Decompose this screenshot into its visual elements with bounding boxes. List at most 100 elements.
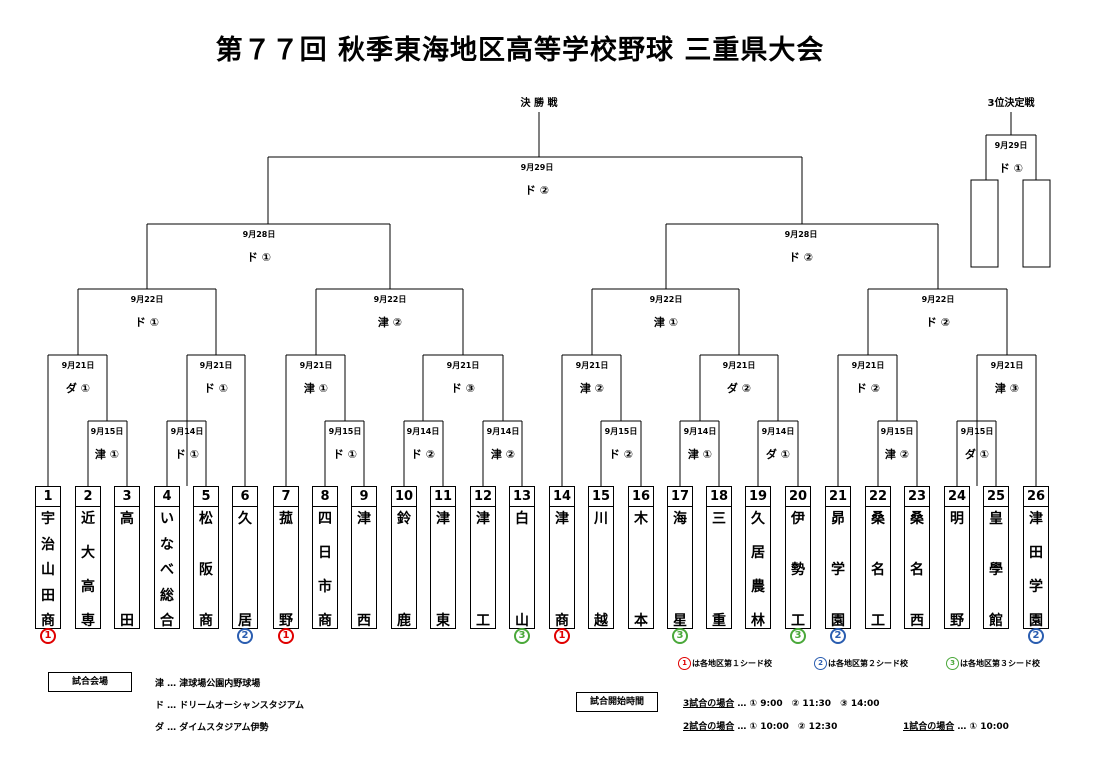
team-7: 7 菰野 — [273, 486, 299, 629]
team-name: 木本 — [634, 511, 648, 629]
team-name: 菰野 — [279, 511, 293, 629]
game-date: 9月15日 — [880, 427, 914, 436]
team-name: 鈴鹿 — [397, 511, 411, 629]
game-date: 9月21日 — [446, 361, 480, 370]
team-name: 桑名西 — [910, 511, 924, 629]
game-date: 9月15日 — [90, 427, 124, 436]
team-16: 16 木本 — [628, 486, 654, 629]
game-date: 9月21日 — [575, 361, 609, 370]
team-number: 14 — [550, 487, 574, 507]
team-number: 19 — [746, 487, 770, 507]
team-number: 7 — [274, 487, 298, 507]
team-number: 24 — [945, 487, 969, 507]
team-name: 高田 — [120, 511, 134, 629]
seed1-icon: 1 — [678, 657, 691, 670]
seed-badge: 3 — [672, 628, 688, 644]
team-name: 海星 — [673, 511, 687, 629]
game-venue: 津 ③ — [994, 382, 1020, 395]
team-number: 22 — [866, 487, 890, 507]
game-date: 9月14日 — [761, 427, 795, 436]
game-date: 9月15日 — [960, 427, 994, 436]
team-number: 23 — [905, 487, 929, 507]
team-name: 津工 — [476, 511, 490, 629]
team-5: 5 松阪商 — [193, 486, 219, 629]
team-number: 1 — [36, 487, 60, 507]
game-venue: ダ ② — [726, 382, 752, 395]
team-name: 松阪商 — [199, 511, 213, 629]
game-venue: ド ② — [410, 448, 436, 461]
game-date: 9月21日 — [990, 361, 1024, 370]
team-name: 津東 — [436, 511, 450, 629]
game-venue: ド ① — [203, 382, 229, 395]
team-name: 伊勢工 — [791, 511, 805, 629]
game-date: 9月22日 — [373, 295, 407, 304]
team-14: 14 津商 — [549, 486, 575, 629]
game-venue: 津 ② — [490, 448, 516, 461]
game-venue: 津 ① — [94, 448, 120, 461]
seed-badge: 3 — [514, 628, 530, 644]
game-date: 9月14日 — [406, 427, 440, 436]
time-two-games: 2試合の場合 … ① 10:00 ② 12:30 — [683, 722, 838, 732]
game-venue: ド ① — [332, 448, 358, 461]
game-venue: 津 ② — [884, 448, 910, 461]
team-number: 16 — [629, 487, 653, 507]
seed2-icon: 2 — [814, 657, 827, 670]
game-venue: ド ② — [524, 184, 550, 197]
game-venue: ダ ① — [964, 448, 990, 461]
seed-badge: 2 — [237, 628, 253, 644]
team-name: 近大高専 — [81, 511, 95, 629]
team-number: 3 — [115, 487, 139, 507]
time-one-game: 1試合の場合 … ① 10:00 — [903, 722, 1009, 732]
seed-badge: 1 — [278, 628, 294, 644]
team-number: 8 — [313, 487, 337, 507]
game-venue: ド ② — [925, 316, 951, 329]
game-venue: ド ① — [134, 316, 160, 329]
venue-line-dream: ド … ドリームオーシャンスタジアム — [155, 701, 305, 711]
game-venue: 津 ② — [579, 382, 605, 395]
game-venue: ド ② — [855, 382, 881, 395]
team-number: 12 — [471, 487, 495, 507]
team-number: 13 — [510, 487, 534, 507]
game-venue: ド ③ — [450, 382, 476, 395]
team-number: 5 — [194, 487, 218, 507]
seed3-icon: 3 — [946, 657, 959, 670]
team-number: 4 — [155, 487, 179, 507]
team-number: 25 — [984, 487, 1008, 507]
game-date: 9月14日 — [486, 427, 520, 436]
game-venue: ダ ① — [765, 448, 791, 461]
team-12: 12 津工 — [470, 486, 496, 629]
game-date: 9月29日 — [994, 141, 1028, 150]
game-date: 9月22日 — [130, 295, 164, 304]
team-name: 桑名工 — [871, 511, 885, 629]
team-name: 久居 — [238, 511, 252, 629]
game-venue: ド ① — [998, 162, 1024, 175]
team-22: 22 桑名工 — [865, 486, 891, 629]
team-name: 昴学園 — [831, 511, 845, 629]
game-date: 9月21日 — [299, 361, 333, 370]
game-date: 9月22日 — [921, 295, 955, 304]
team-number: 26 — [1024, 487, 1048, 507]
game-date: 9月15日 — [604, 427, 638, 436]
seed-badge: 3 — [790, 628, 806, 644]
venue-line-tsu: 津 … 津球場公園内野球場 — [155, 679, 261, 689]
final-label: 決 勝 戦 — [520, 98, 558, 109]
game-date: 9月21日 — [61, 361, 95, 370]
seed-badge: 1 — [554, 628, 570, 644]
venue-box: 試合会場 — [48, 672, 132, 692]
team-name: 津商 — [555, 511, 569, 629]
venue-line-daim: ダ … ダイムスタジアム伊勢 — [155, 723, 269, 733]
game-date: 9月21日 — [722, 361, 756, 370]
